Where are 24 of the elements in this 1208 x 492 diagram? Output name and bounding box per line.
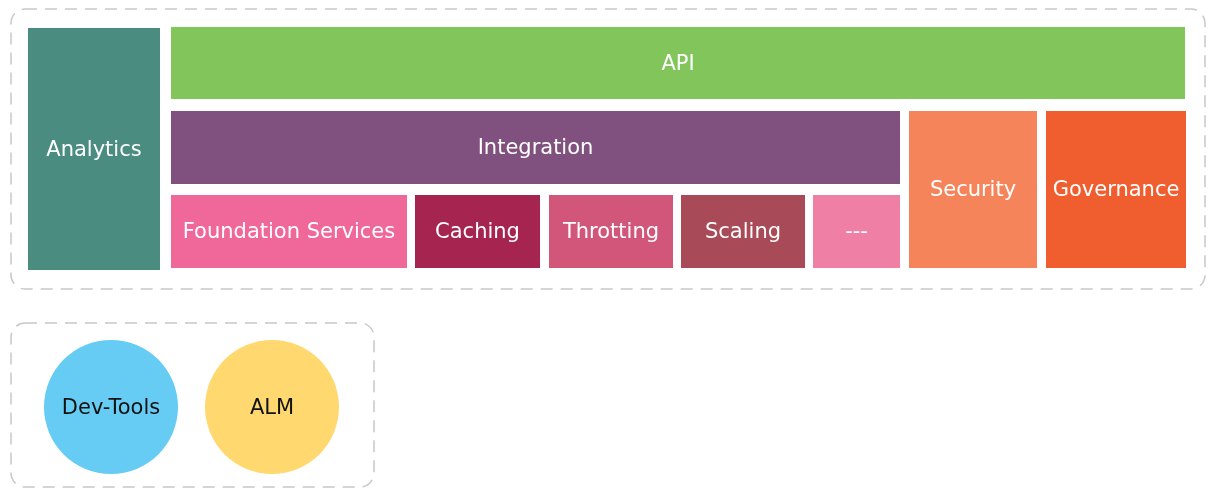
module-block [171, 111, 900, 184]
module-block [28, 28, 160, 270]
node-label: Dev-Tools [60, 393, 162, 421]
node-label: Caching [434, 218, 521, 245]
dashed-group-frame [10, 322, 375, 488]
module-block [171, 195, 407, 268]
node-label: Foundation Services [181, 218, 397, 245]
module-block [813, 195, 900, 268]
node-label: Throtting [561, 218, 661, 245]
dashed-group-frame [10, 8, 1206, 290]
node-label: Analytics [45, 135, 143, 163]
module-block [415, 195, 540, 268]
module-block [909, 111, 1037, 268]
node-label: --- [844, 218, 869, 245]
node-label: Governance [1051, 176, 1181, 203]
module-block [1046, 111, 1186, 268]
node-label: API [660, 49, 696, 77]
node-label: Security [928, 176, 1018, 203]
node-label: Scaling [703, 218, 783, 245]
node-label: Integration [476, 134, 595, 161]
module-block [171, 27, 1185, 99]
module-block [549, 195, 673, 268]
module-block [681, 195, 805, 268]
node-label: ALM [248, 393, 296, 421]
